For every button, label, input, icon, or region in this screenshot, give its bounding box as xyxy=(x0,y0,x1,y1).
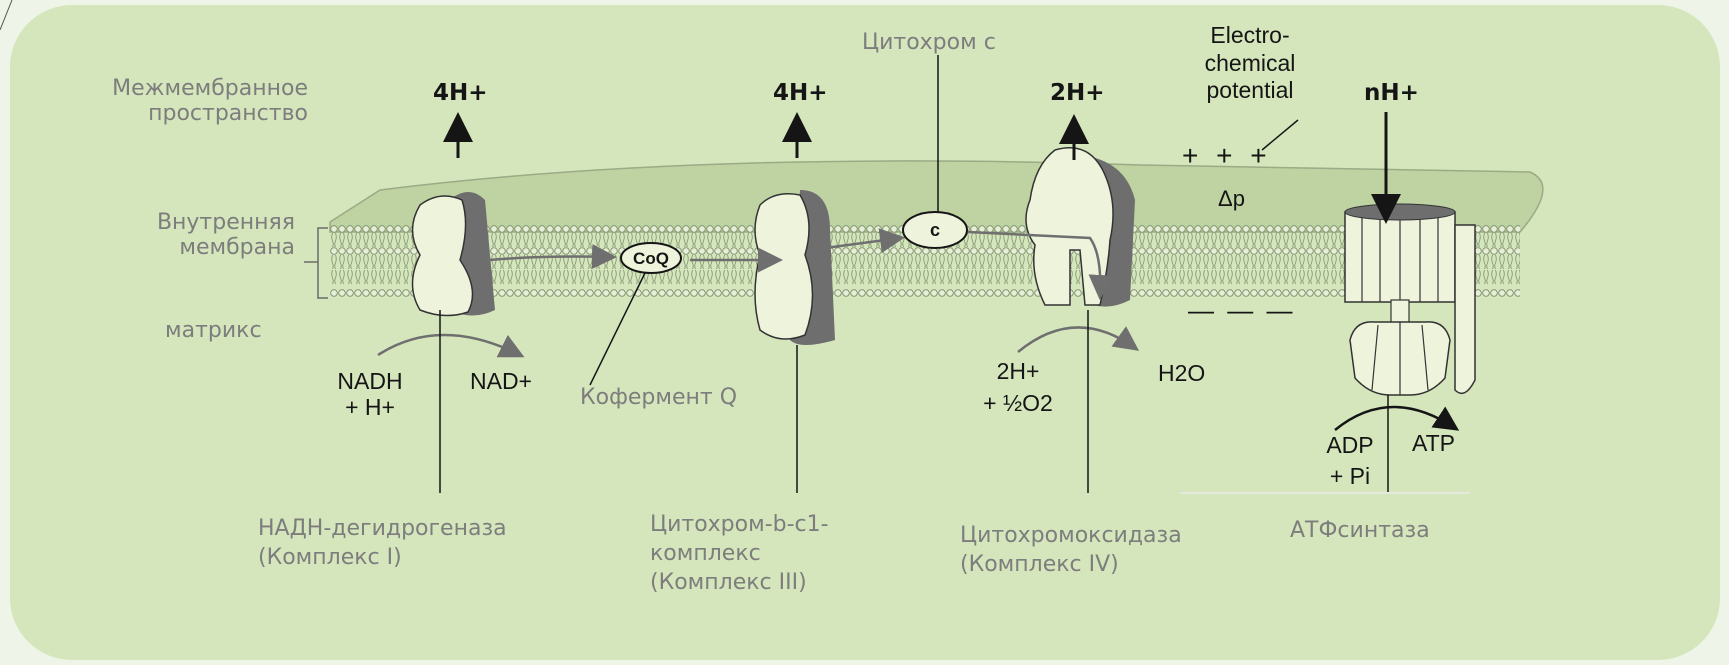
atp-label: ATP xyxy=(1412,430,1455,456)
complex-iv-name: Цитохромоксидаза (Комплекс IV) xyxy=(960,522,1182,579)
proton-label-complex-iv: 2H+ xyxy=(1050,80,1105,106)
complex-i-name: НАДН-дегидрогеназа (Комплекс I) xyxy=(258,515,507,572)
membrane-bracket xyxy=(304,228,328,298)
nadh-label: NADH + H+ xyxy=(310,368,430,421)
delta-p-label: Δp xyxy=(1218,186,1245,211)
electrochemical-potential-label: Electro- chemical potential xyxy=(1170,22,1330,105)
negative-charges: — — — xyxy=(1188,296,1292,326)
lipid-bilayer-bottom xyxy=(330,270,1520,300)
complex-i-shape xyxy=(413,192,496,316)
cytochrome-c-label: Цитохром с xyxy=(862,30,996,55)
leader-line-potential xyxy=(1262,120,1298,150)
proton-label-synthase: nH+ xyxy=(1364,80,1419,106)
matrix-label: матрикс xyxy=(165,318,262,343)
cytochrome-c-symbol: c xyxy=(930,220,940,240)
oxygen-to-water-arrow xyxy=(1018,327,1135,352)
oxygen-label: 2H+ + ½O2 xyxy=(958,355,1078,419)
positive-charges: + + + xyxy=(1182,140,1267,172)
adp-to-atp-arrow xyxy=(1335,407,1455,430)
inner-membrane-label: Внутренняя мембрана xyxy=(115,210,295,261)
nadh-to-nad-arrow xyxy=(378,335,520,355)
complex-v-name: АТФсинтаза xyxy=(1290,518,1430,543)
atp-synthase-shape xyxy=(1345,204,1475,395)
intermembrane-label: Межмембранное пространство xyxy=(68,76,308,127)
nad-label: NAD+ xyxy=(470,368,532,394)
complex-iii-name: Цитохром-b-c1- комплекс (Комплекс III) xyxy=(650,510,829,597)
complex-iii-shape xyxy=(755,190,835,345)
water-label: H2O xyxy=(1158,360,1205,386)
proton-label-complex-iii: 4H+ xyxy=(773,80,828,106)
coq-symbol: CoQ xyxy=(633,249,669,268)
coq-label: Кофермент Q xyxy=(580,385,737,410)
proton-label-complex-i: 4H+ xyxy=(433,80,488,106)
adp-label: ADP + Pi xyxy=(1305,430,1395,492)
